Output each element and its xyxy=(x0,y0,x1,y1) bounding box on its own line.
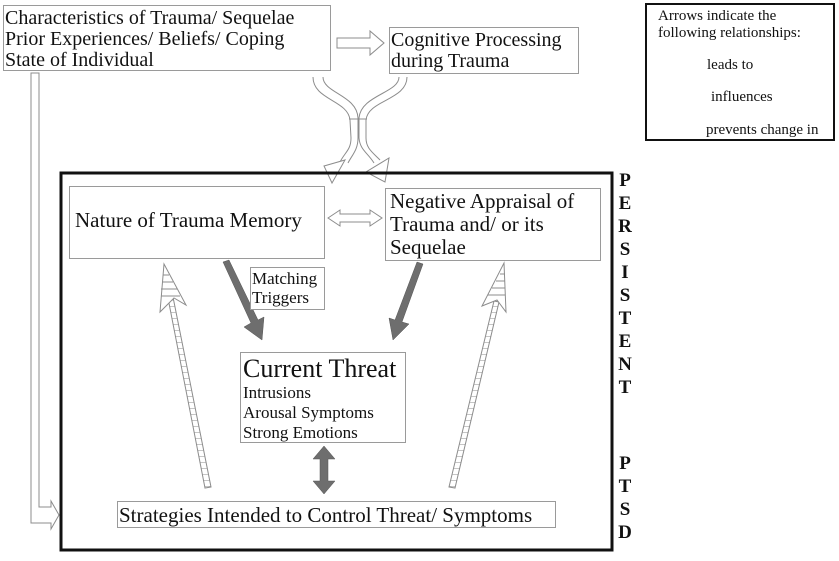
leads-to-arrow-threat-strategies xyxy=(312,445,336,495)
current-threat-box: Current Threat Intrusions Arousal Sympto… xyxy=(240,352,406,443)
side-letter: I xyxy=(621,262,629,283)
side-letter: T xyxy=(618,476,632,497)
side-letter: D xyxy=(618,522,632,543)
prevents-change-arrow-right xyxy=(448,261,507,489)
legend-title-line-2: following relationships: xyxy=(658,25,801,41)
persistent-ptsd-frame xyxy=(59,171,614,552)
characteristics-box: Characteristics of Trauma/ Sequelae Prio… xyxy=(3,5,331,71)
threat-item-1: Intrusions xyxy=(243,383,311,402)
strategies-label: Strategies Intended to Control Threat/ S… xyxy=(119,503,533,527)
trauma-memory-box: Nature of Trauma Memory xyxy=(69,186,325,259)
side-letter: N xyxy=(618,354,632,375)
threat-item-2: Arousal Symptoms xyxy=(243,403,374,422)
triggers-line-1: Matching xyxy=(252,269,318,288)
negative-appraisal-box: Negative Appraisal of Trauma and/ or its… xyxy=(385,188,601,261)
leads-to-arrow-memory-threat xyxy=(222,259,265,341)
cognitive-line-1: Cognitive Processing xyxy=(391,29,562,51)
side-letter: P xyxy=(619,170,631,191)
side-letter: S xyxy=(619,499,631,520)
characteristics-line-3: State of Individual xyxy=(5,49,154,71)
characteristics-line-1: Characteristics of Trauma/ Sequelae xyxy=(5,7,295,29)
legend-title-line-1: Arrows indicate the xyxy=(658,8,777,24)
trauma-memory-label: Nature of Trauma Memory xyxy=(75,208,302,232)
legend-label-leads-to: leads to xyxy=(707,57,754,73)
characteristics-line-2: Prior Experiences/ Beliefs/ Coping xyxy=(5,28,285,50)
side-letter: T xyxy=(618,308,632,329)
side-letter: P xyxy=(619,453,631,474)
influences-bidirectional-arrow xyxy=(327,209,383,227)
legend-label-prevents-change: prevents change in xyxy=(706,122,819,138)
leads-to-arrow-appraisal-threat xyxy=(388,261,424,341)
current-threat-title: Current Threat xyxy=(243,354,397,383)
influences-arrow-to-strategies xyxy=(30,72,60,531)
influences-curved-arrows xyxy=(312,76,408,185)
appraisal-line-2: Trauma and/ or its xyxy=(390,212,544,236)
strategies-box: Strategies Intended to Control Threat/ S… xyxy=(117,501,556,528)
side-letter: T xyxy=(618,377,632,398)
side-letter: S xyxy=(619,239,631,260)
side-letter: R xyxy=(618,216,632,237)
side-letter: E xyxy=(618,331,632,352)
appraisal-line-1: Negative Appraisal of xyxy=(390,189,575,213)
triggers-line-2: Triggers xyxy=(252,288,309,307)
prevents-change-arrow-left xyxy=(159,262,212,489)
cognitive-line-2: during Trauma xyxy=(391,50,510,72)
matching-triggers-box: Matching Triggers xyxy=(250,267,325,310)
side-letter: S xyxy=(619,285,631,306)
side-letter: E xyxy=(618,193,632,214)
legend-box: Arrows indicate the following relationsh… xyxy=(645,3,835,141)
legend-label-influences: influences xyxy=(711,89,773,105)
influences-arrow-to-cognitive xyxy=(336,29,385,57)
threat-item-3: Strong Emotions xyxy=(243,423,358,442)
cognitive-processing-box: Cognitive Processing during Trauma xyxy=(389,27,579,74)
appraisal-line-3: Sequelae xyxy=(390,235,466,259)
